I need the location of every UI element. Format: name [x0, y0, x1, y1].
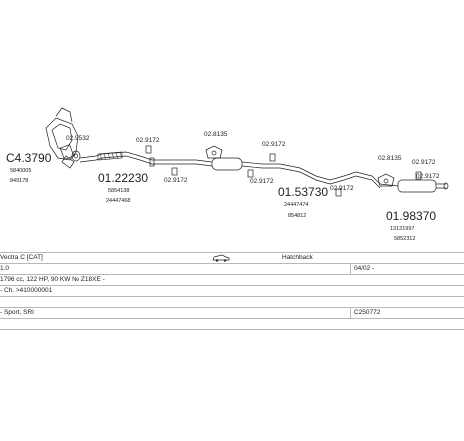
part-ref-middle-box-1: 24447474: [284, 202, 308, 208]
front-pipe-drawing: [79, 151, 196, 167]
part-code-middle-box: 01.53730: [278, 185, 328, 199]
car-icon: [212, 254, 230, 266]
fitting-code: 02.9172: [416, 173, 440, 180]
table-row: 1.0 04/02 -: [0, 264, 464, 275]
fitting-code: 02.9172: [136, 137, 160, 144]
fitting-code: 02.9172: [262, 141, 286, 148]
part-ref-rear-box-1: 13131997: [390, 226, 414, 232]
table-row: - Sport, SRI C250772: [0, 308, 464, 319]
reference-number: C250772: [354, 309, 381, 316]
engine-size: 1.0: [0, 265, 10, 272]
production-date: 04/02 -: [354, 265, 375, 272]
chassis-range: - Ch. >410000001: [0, 287, 53, 294]
fitting-code: 02.9172: [250, 178, 274, 185]
part-ref-cat-2: 849178: [10, 178, 28, 184]
middle-silencer-drawing: [195, 157, 381, 189]
fitting-code: 02.9172: [412, 159, 436, 166]
rubber-mount-drawing: [205, 145, 395, 187]
body-type: Hatchback: [282, 254, 313, 261]
table-row: - Ch. >410000001: [0, 286, 464, 297]
table-row: [0, 297, 464, 308]
table-row: [0, 319, 464, 330]
trim-level: - Sport, SRI: [0, 309, 34, 316]
model-name: Vectra C [CAT]: [0, 254, 43, 261]
catalytic-converter-drawing: [45, 107, 79, 169]
part-code-front-pipe: 01.22230: [98, 171, 148, 185]
fitting-code: 02.8135: [204, 131, 228, 138]
exhaust-system-diagram: C4.3790 5840005 849178 01.22230 5854138 …: [6, 107, 449, 242]
fitting-code: 02.8135: [378, 155, 402, 162]
part-ref-cat-1: 5840005: [10, 168, 31, 174]
table-row: 1796 cc, 122 HP, 90 KW № Z18XE -: [0, 275, 464, 286]
fitting-code: 02.9532: [66, 135, 90, 142]
fitting-code: 02.9172: [330, 185, 354, 192]
clamp-drawings: [145, 145, 422, 197]
gasket-drawing: [71, 150, 81, 162]
part-ref-middle-box-2: 854812: [288, 213, 306, 219]
fitting-code: 02.9172: [164, 177, 188, 184]
engine-spec: 1796 cc, 122 HP, 90 KW № Z18XE -: [0, 276, 105, 283]
part-ref-front-pipe-2: 24447468: [106, 198, 130, 204]
part-code-rear-box: 01.98370: [386, 209, 436, 223]
part-ref-front-pipe-1: 5854138: [108, 188, 129, 194]
part-ref-rear-box-2: 5852312: [394, 236, 415, 242]
table-row: Vectra C [CAT] Hatchback: [0, 253, 464, 264]
part-code-cat: C4.3790: [6, 151, 52, 165]
rear-silencer-drawing: [379, 179, 449, 193]
